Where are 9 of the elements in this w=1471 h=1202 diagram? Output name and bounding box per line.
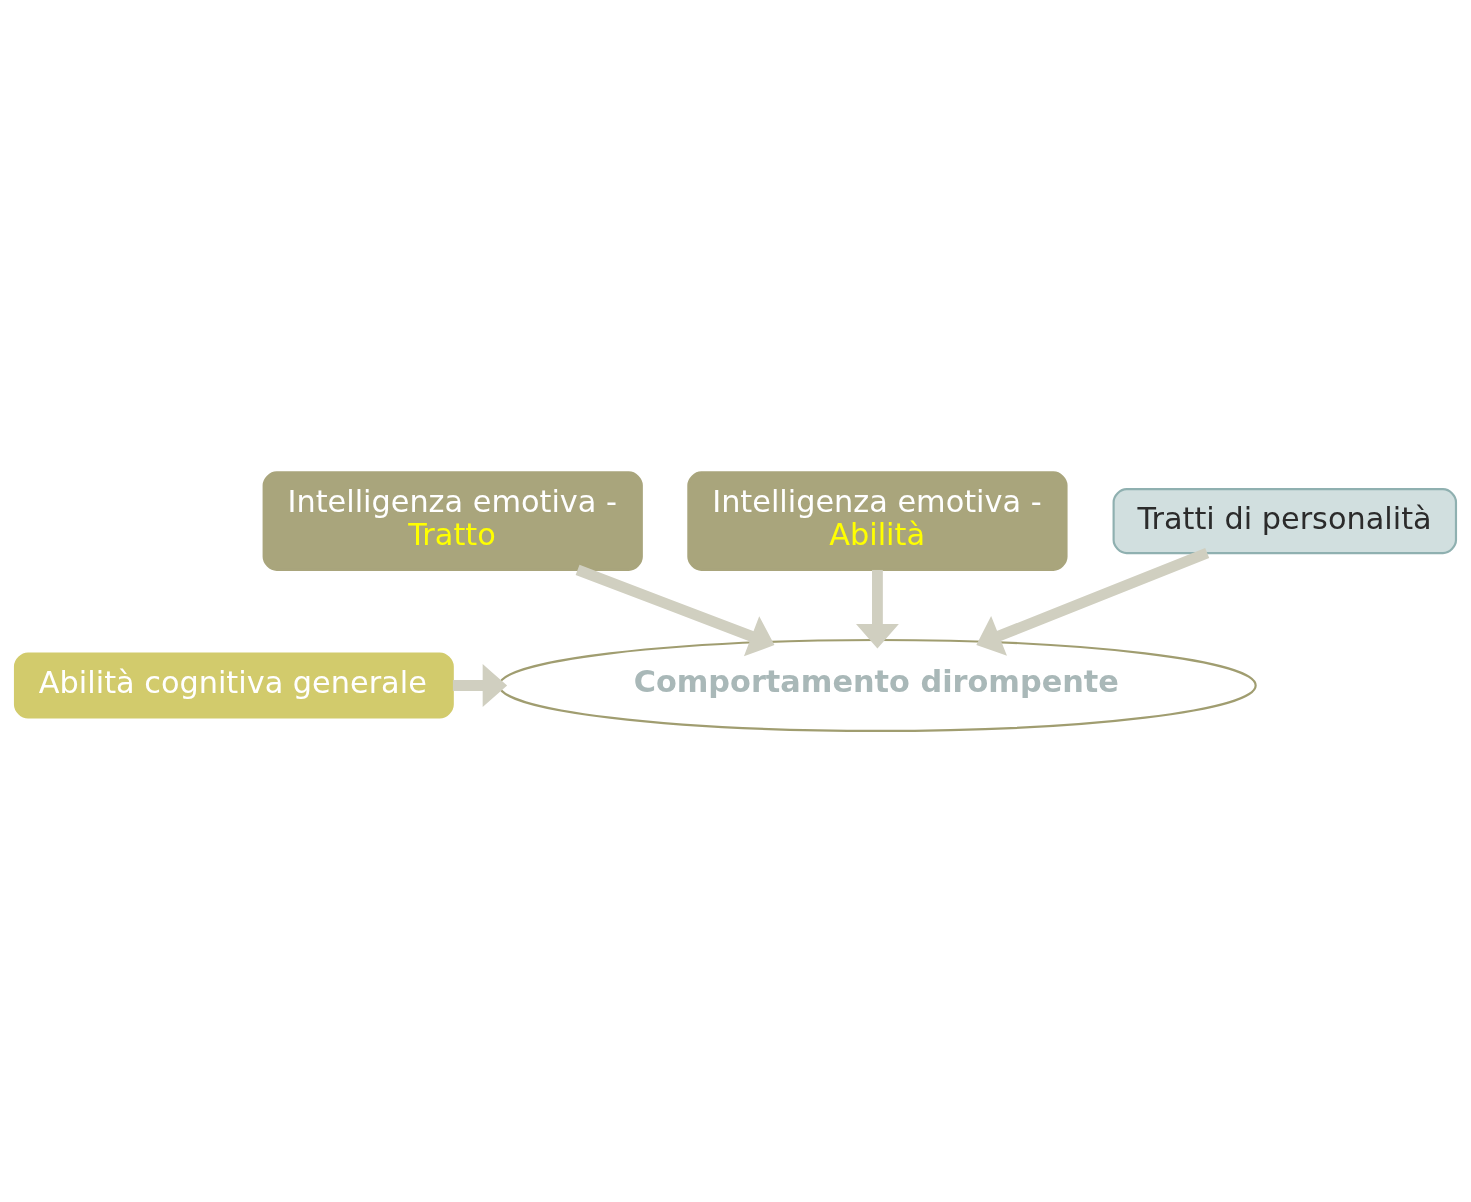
arrow — [452, 663, 508, 707]
arrow — [976, 547, 1210, 656]
node-box: Tratti di personalità — [1112, 487, 1458, 554]
node-box: Abilità cognitiva generale — [13, 651, 454, 718]
arrow — [856, 569, 899, 648]
arrow — [575, 564, 775, 656]
node-box: Intelligenza emotiva - Tratto — [262, 470, 643, 571]
node-ellipse: Comportamento dirompente — [498, 638, 1257, 732]
node-box: Intelligenza emotiva - Abilità — [687, 470, 1068, 571]
